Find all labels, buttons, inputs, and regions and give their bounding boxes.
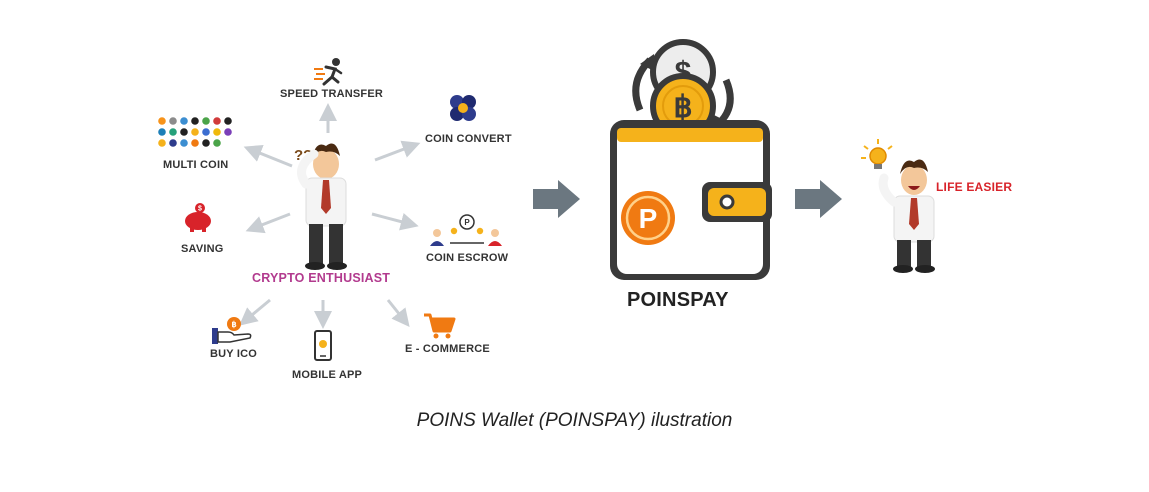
svg-text:$: $	[198, 206, 202, 213]
flow-arrow-1	[533, 180, 580, 218]
e-commerce-label: E - COMMERCE	[405, 343, 490, 355]
buy-ico-label: BUY ICO	[210, 348, 258, 360]
arrow-to-coin-escrow	[371, 212, 419, 231]
radial-arrows	[239, 103, 421, 329]
multi-coin-icon	[158, 117, 232, 147]
mobile-phone-icon	[314, 330, 332, 361]
arrow-to-multi-coin	[243, 144, 293, 168]
flow-arrow-2	[795, 180, 842, 218]
speed-transfer-label: SPEED TRANSFER	[280, 88, 384, 100]
shopping-cart-icon	[424, 313, 456, 339]
saving-label: SAVING	[181, 243, 224, 255]
hand-coin-icon: ฿	[212, 317, 252, 344]
lightbulb-icon	[861, 139, 893, 169]
coin-convert-label: COIN CONVERT	[425, 133, 512, 145]
coin-escrow-label: COIN ESCROW	[426, 252, 509, 264]
running-person-icon	[314, 58, 343, 86]
arrow-to-saving	[245, 212, 291, 234]
happy-man-illustration	[861, 139, 935, 273]
svg-text:฿: ฿	[673, 91, 692, 124]
svg-text:฿: ฿	[231, 320, 236, 329]
wallet-illustration: $ ฿ P	[610, 39, 772, 280]
svg-text:P: P	[464, 218, 470, 227]
arrow-to-e-commerce	[386, 299, 410, 328]
poinspay-label: POINSPAY	[627, 289, 729, 311]
svg-text:P: P	[639, 203, 658, 234]
multi-coin-label: MULTI COIN	[163, 159, 229, 171]
arrow-to-coin-convert	[374, 140, 421, 162]
coin-convert-icon	[450, 95, 476, 121]
arrow-to-buy-ico	[239, 298, 271, 326]
crypto-enthusiast-label: CRYPTO ENTHUSIAST	[252, 271, 391, 285]
poinspay-logo-icon: P	[621, 191, 675, 245]
coin-escrow-icon: P	[430, 214, 502, 246]
figure-caption: POINS Wallet (POINSPAY) ilustration	[416, 410, 733, 431]
life-easier-label: LIFE EASIER	[936, 180, 1013, 194]
confused-man-illustration: ??	[294, 143, 347, 270]
piggy-bank-icon: $	[185, 203, 211, 232]
mobile-app-label: MOBILE APP	[292, 369, 363, 381]
